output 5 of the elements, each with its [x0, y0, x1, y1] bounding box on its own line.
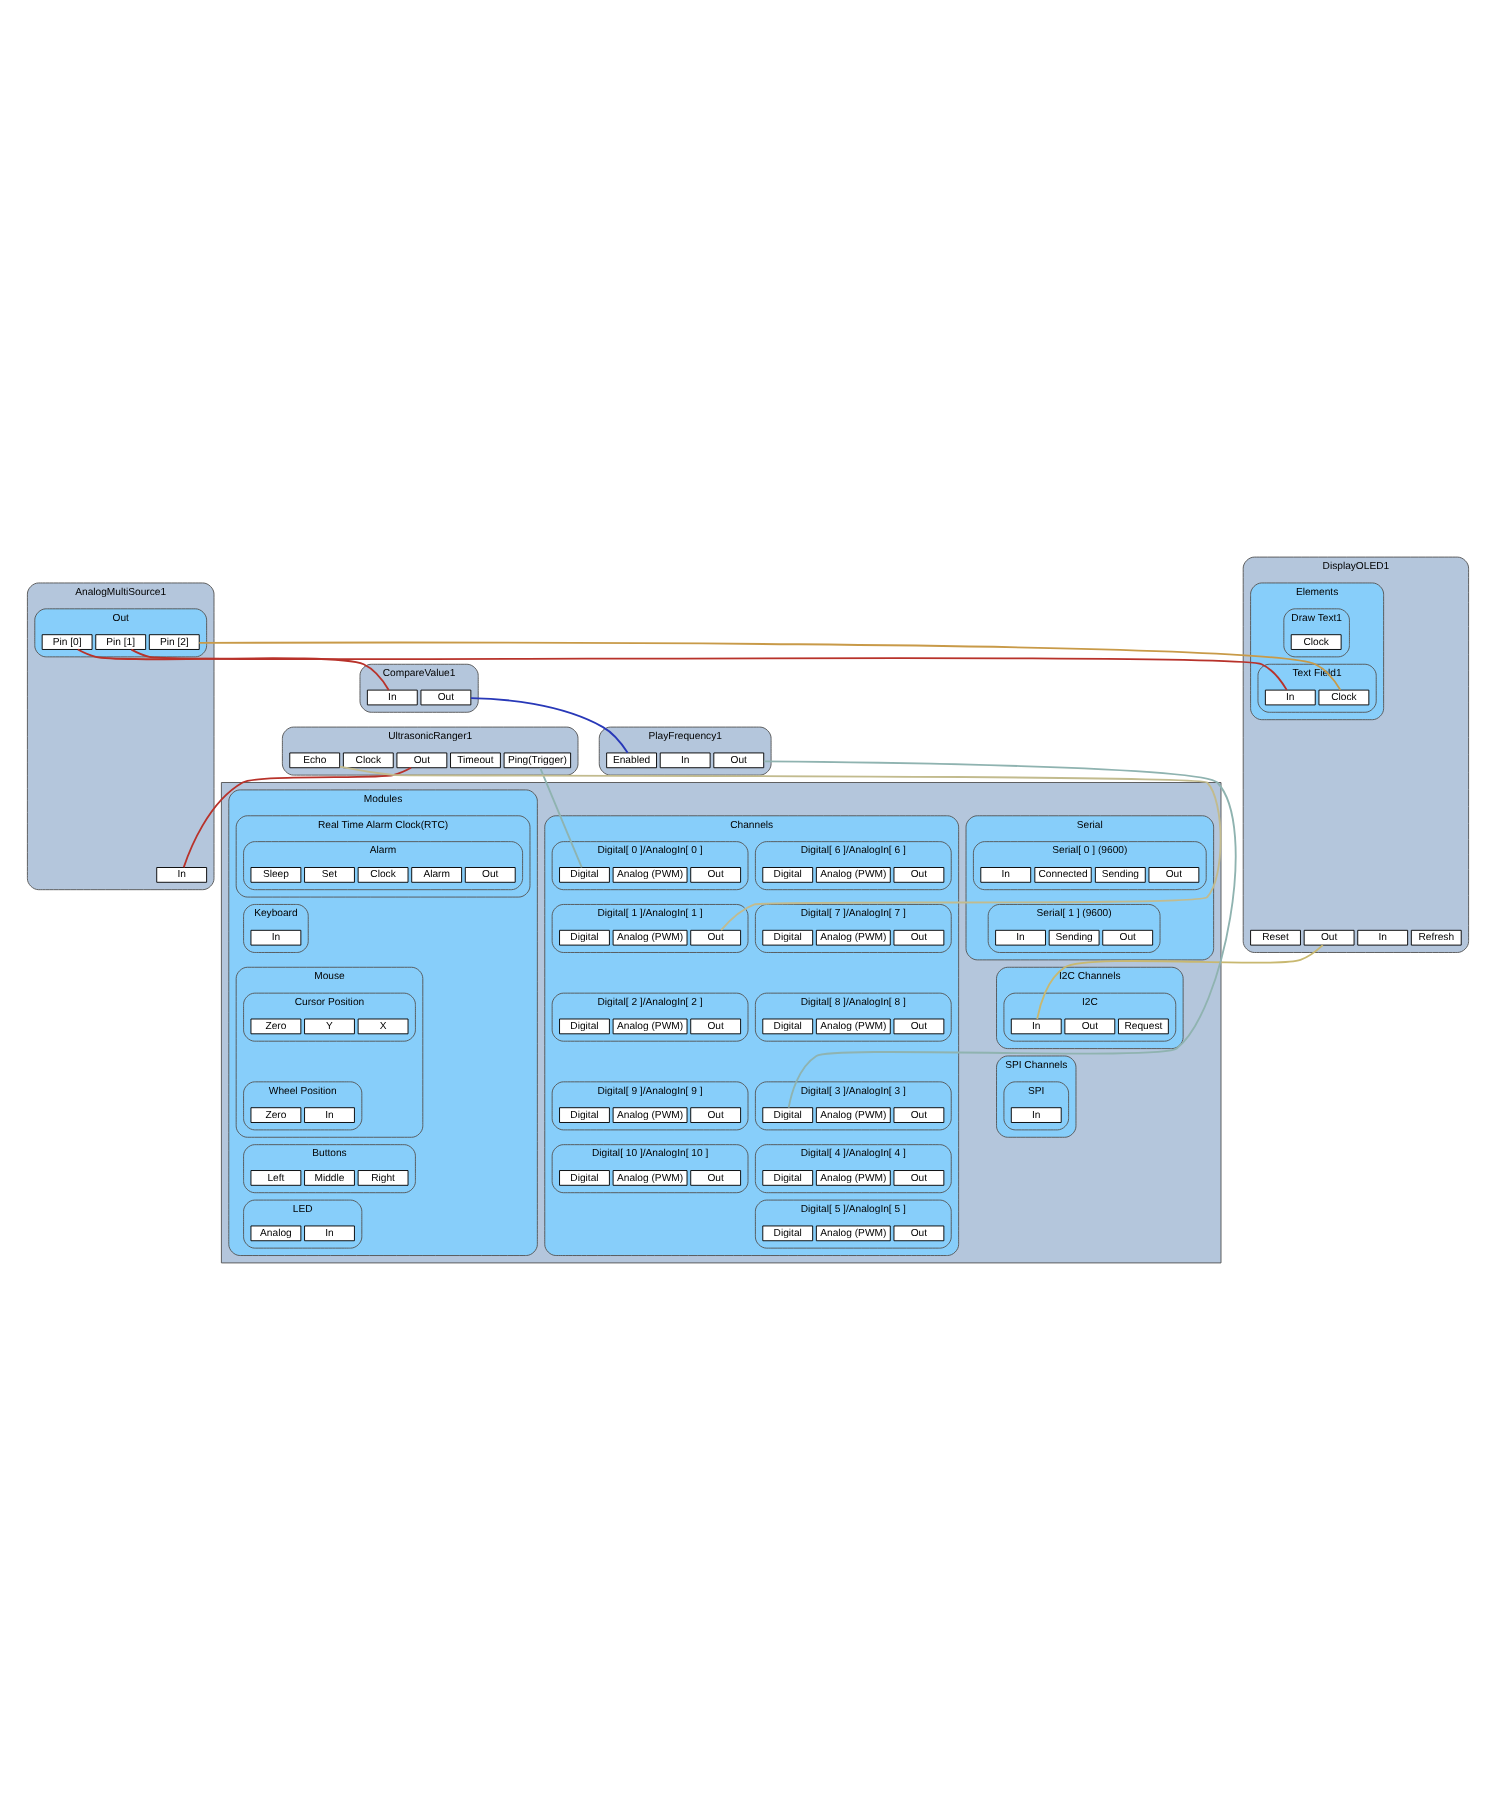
- connector: [130, 648, 1288, 691]
- connector: [76, 648, 390, 691]
- connector: [470, 697, 629, 754]
- connector: [182, 766, 413, 869]
- cluster: [220, 782, 1222, 1264]
